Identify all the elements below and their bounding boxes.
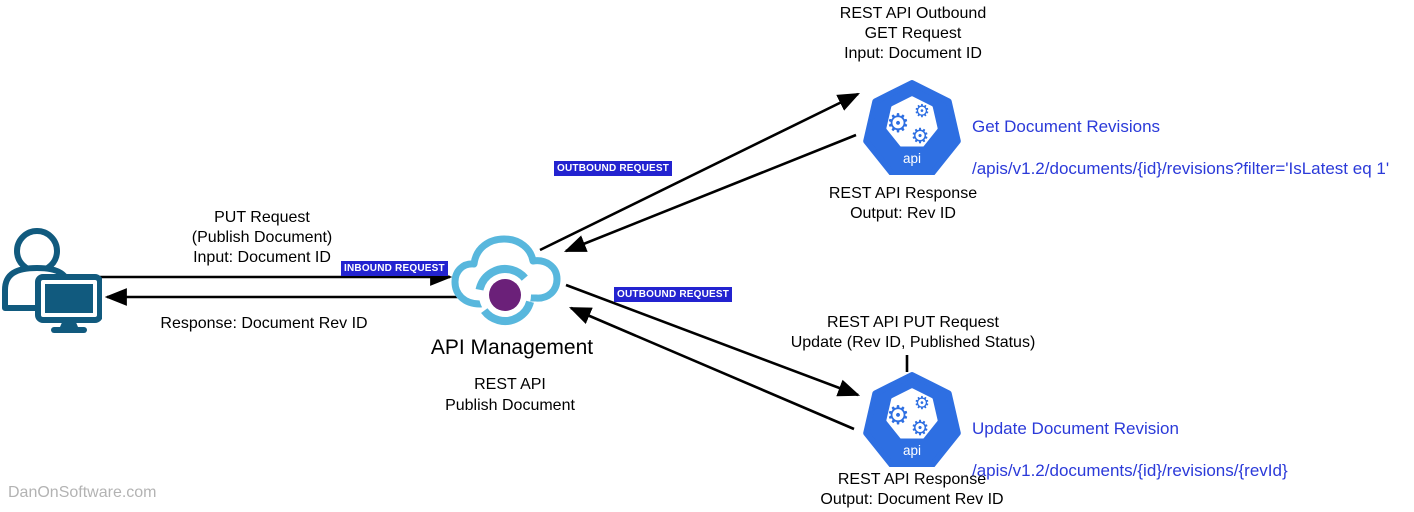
update-endpoint-name: Update Document Revision xyxy=(972,419,1179,438)
gateway-core-icon xyxy=(489,279,521,311)
get-endpoint-note: Get Document Revisions /apis/v1.2/docume… xyxy=(972,95,1414,200)
inner-heptagon-icon xyxy=(886,388,938,439)
apim-title: API Management xyxy=(430,336,594,359)
gear-icon: ⚙ xyxy=(914,393,930,414)
api-icon-label: api xyxy=(903,151,921,166)
inbound-request-badge: INBOUND REQUEST xyxy=(341,261,448,276)
update-endpoint-path: /apis/v1.2/documents/{id}/revisions/{rev… xyxy=(972,461,1288,480)
client-request-label: PUT Request (Publish Document) Input: Do… xyxy=(191,209,333,266)
client-response-label: Response: Document Rev ID xyxy=(160,315,368,332)
inner-heptagon-icon xyxy=(886,96,938,147)
monitor-base-icon xyxy=(51,327,87,333)
outbound-request-badge-top: OUTBOUND REQUEST xyxy=(554,161,673,176)
gear-icon: ⚙ xyxy=(886,401,909,431)
gear-icon: ⚙ xyxy=(886,109,909,139)
get-api-icon: ⚙ ⚙ ⚙ api xyxy=(863,80,961,175)
outbound-arrow-apim-to-get xyxy=(539,92,860,252)
response-arrow-update-to-apim xyxy=(568,306,855,431)
api-icon-label: api xyxy=(903,443,921,458)
outbound-arrow-apim-to-update xyxy=(565,283,861,397)
user-computer-icon xyxy=(2,228,102,333)
get-request-header: REST API Outbound GET Request Input: Doc… xyxy=(839,5,987,62)
gear-icon: ⚙ xyxy=(911,124,930,148)
outbound-request-badge-bottom: OUTBOUND REQUEST xyxy=(614,287,733,302)
update-api-icon: ⚙ ⚙ ⚙ api xyxy=(863,372,961,467)
monitor-stand-icon xyxy=(60,320,78,327)
get-endpoint-path: /apis/v1.2/documents/{id}/revisions?filt… xyxy=(972,159,1390,178)
response-arrow-get-to-apim xyxy=(563,133,857,253)
monitor-screen-icon xyxy=(45,284,93,313)
get-endpoint-name: Get Document Revisions xyxy=(972,117,1161,136)
update-response-label: REST API Response Output: Document Rev I… xyxy=(820,471,1004,508)
watermark: DanOnSoftware.com xyxy=(8,484,157,501)
gear-icon: ⚙ xyxy=(911,416,930,440)
apim-subtitle: REST API Publish Document xyxy=(445,376,575,414)
api-management-icon xyxy=(451,235,561,325)
get-response-label: REST API Response Output: Rev ID xyxy=(828,185,978,222)
update-request-header: REST API PUT Request Update (Rev ID, Pub… xyxy=(790,314,1036,351)
gear-icon: ⚙ xyxy=(914,101,930,122)
update-endpoint-note: Update Document Revision /apis/v1.2/docu… xyxy=(972,397,1392,502)
